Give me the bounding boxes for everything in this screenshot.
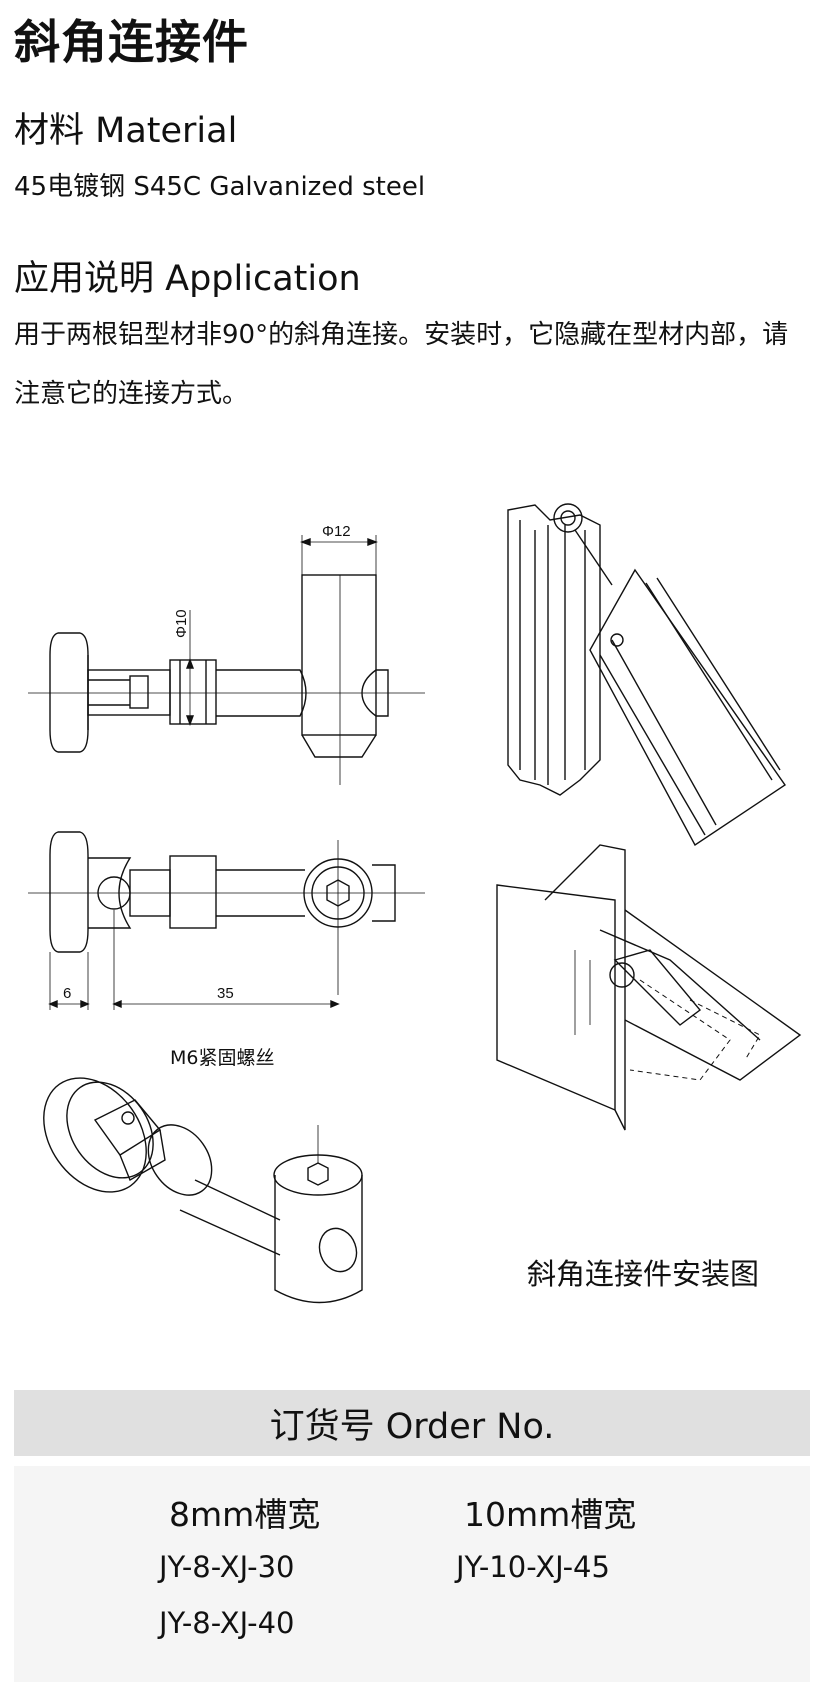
profile-assembly-drawing <box>507 503 786 847</box>
material-heading: 材料 Material <box>14 111 238 151</box>
dim-35-label: 35 <box>217 985 234 1002</box>
front-view-drawing: Φ12 Φ10 <box>28 523 425 785</box>
installation-caption: 斜角连接件安装图 <box>527 1257 760 1291</box>
order-header: 订货号 Order No. <box>14 1390 810 1456</box>
order-heading: 订货号 Order No. <box>269 1406 555 1447</box>
screw-label: M6紧固螺丝 <box>170 1047 274 1069</box>
order-table: 8mm槽宽 10mm槽宽 JY-8-XJ-30 JY-8-XJ-40 JY-10… <box>14 1466 810 1682</box>
application-text: 用于两根铝型材非90°的斜角连接。安装时，它隐藏在型材内部，请注意它的连接方式。 <box>14 320 789 409</box>
page-title: 斜角连接件 <box>14 15 249 69</box>
application-heading: 应用说明 Application <box>14 259 361 299</box>
isometric-drawing: M6紧固螺丝 <box>43 1047 363 1304</box>
technical-drawings: Φ12 Φ10 6 35 <box>28 503 802 1304</box>
top-view-drawing: 6 35 <box>28 831 425 1010</box>
material-text: 45电镀钢 S45C Galvanized steel <box>14 172 426 202</box>
dim-6-label: 6 <box>63 985 71 1002</box>
order-col1-heading: 8mm槽宽 <box>169 1495 321 1534</box>
order-item: JY-8-XJ-30 <box>159 1550 295 1584</box>
order-item: JY-8-XJ-40 <box>159 1606 295 1640</box>
dim-phi12-label: Φ12 <box>322 523 351 540</box>
installation-drawing <box>496 844 802 1131</box>
order-col2-heading: 10mm槽宽 <box>464 1495 637 1534</box>
order-item: JY-10-XJ-45 <box>456 1550 610 1584</box>
dim-phi10-label: Φ10 <box>173 609 190 638</box>
